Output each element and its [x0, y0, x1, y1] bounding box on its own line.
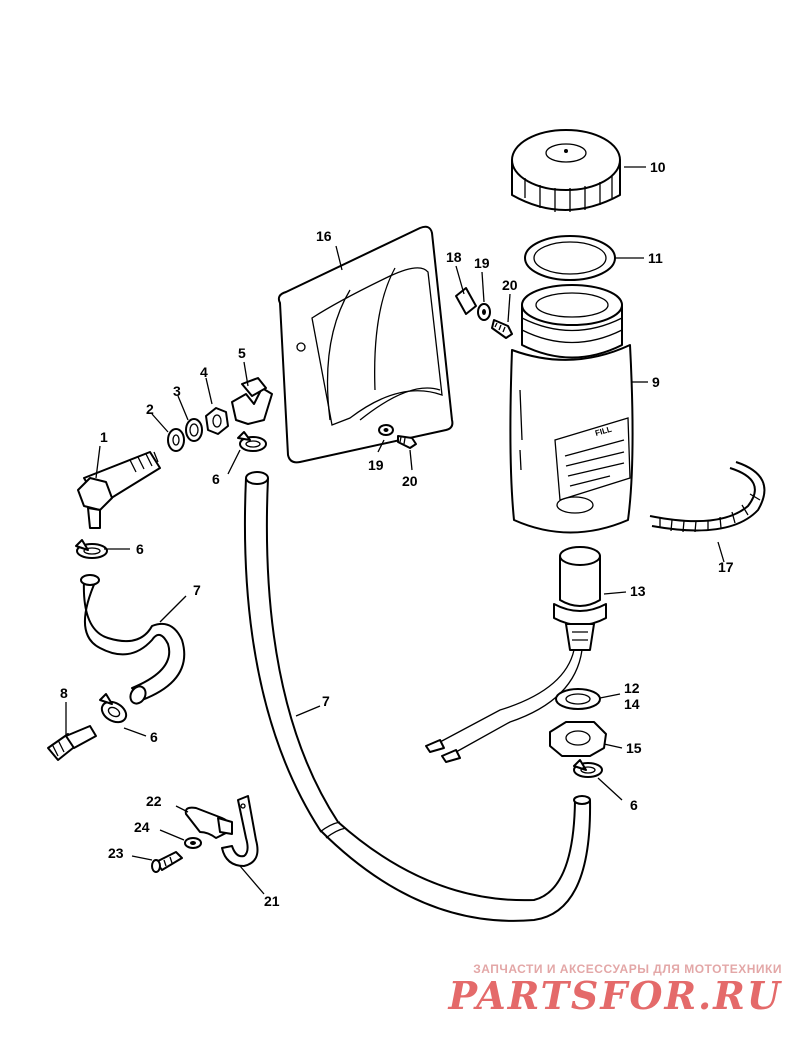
callout-20b: 20 — [402, 473, 418, 489]
callout-19a: 19 — [474, 255, 490, 271]
callout-2: 2 — [146, 401, 154, 417]
callout-19b: 19 — [368, 457, 384, 473]
part-1-fitting[interactable] — [77, 451, 161, 529]
part-19-washer-lower[interactable] — [378, 424, 394, 436]
part-4-nut[interactable] — [205, 407, 229, 435]
callout-12: 12 — [624, 680, 640, 696]
part-6-clamp-right[interactable] — [573, 759, 603, 778]
callout-4: 4 — [200, 364, 208, 380]
part-6-clamp-upper[interactable] — [237, 431, 267, 452]
part-22-clamp[interactable] — [184, 806, 233, 839]
part-7-hose-short[interactable] — [80, 574, 186, 706]
part-20-screw-upper[interactable] — [491, 319, 513, 339]
callout-17: 17 — [718, 559, 734, 575]
callout-11: 11 — [648, 250, 663, 266]
callout-21: 21 — [264, 893, 280, 909]
part-9-reservoir[interactable]: FILL — [509, 284, 634, 534]
leader-lines — [65, 166, 725, 895]
part-21-p-clip[interactable] — [221, 795, 259, 867]
callout-15: 15 — [626, 740, 642, 756]
part-18-clip[interactable] — [455, 287, 477, 315]
callout-16: 16 — [316, 228, 332, 244]
part-5-elbow[interactable] — [231, 377, 273, 425]
callout-18: 18 — [446, 249, 462, 265]
part-6-clamp-left-1[interactable] — [75, 539, 108, 559]
callout-labels: 1 2 3 4 5 6 6 6 6 7 7 8 9 10 11 12 14 13… — [60, 159, 734, 909]
callout-1: 1 — [100, 429, 108, 445]
watermark-caption: ЗАПЧАСТИ И АКСЕССУАРЫ ДЛЯ МОТОТЕХНИКИ — [473, 962, 782, 976]
part-2-washer[interactable] — [167, 428, 185, 452]
callout-3: 3 — [173, 383, 181, 399]
callout-9: 9 — [652, 374, 660, 390]
callout-13: 13 — [630, 583, 646, 599]
part-20-screw-lower[interactable] — [397, 435, 417, 449]
part-16-mounting-bracket[interactable] — [277, 225, 454, 464]
callout-5: 5 — [238, 345, 246, 361]
part-12-14-washer[interactable] — [555, 688, 601, 710]
callout-6c: 6 — [150, 729, 158, 745]
part-15-nut[interactable] — [549, 721, 607, 757]
part-6-clamp-left-2[interactable] — [98, 693, 130, 726]
callout-24: 24 — [134, 819, 150, 835]
watermark: ЗАПЧАСТИ И АКСЕССУАРЫ ДЛЯ МОТОТЕХНИКИ PA… — [448, 962, 782, 1016]
callout-6d: 6 — [630, 797, 638, 813]
part-3-washer[interactable] — [185, 418, 203, 442]
callout-6b: 6 — [136, 541, 144, 557]
callout-7b: 7 — [322, 693, 330, 709]
callout-14: 14 — [624, 696, 640, 712]
callout-22: 22 — [146, 793, 162, 809]
part-8-fitting[interactable] — [47, 725, 97, 761]
watermark-brand: PARTSFOR.RU — [448, 973, 782, 1018]
part-7-hose-long[interactable] — [243, 471, 592, 922]
part-11-gasket[interactable] — [524, 235, 616, 281]
part-24-washer[interactable] — [184, 837, 202, 849]
callout-10: 10 — [650, 159, 666, 175]
callout-7a: 7 — [193, 582, 201, 598]
part-10-filler-cap[interactable] — [511, 129, 621, 212]
callout-6a: 6 — [212, 471, 220, 487]
callout-23: 23 — [108, 845, 124, 861]
callout-8: 8 — [60, 685, 68, 701]
part-23-screw[interactable] — [151, 851, 183, 873]
part-17-coil-hose[interactable] — [649, 461, 766, 533]
callout-20a: 20 — [502, 277, 518, 293]
part-13-sensor[interactable] — [425, 546, 607, 763]
part-19-washer-upper[interactable] — [477, 303, 491, 321]
